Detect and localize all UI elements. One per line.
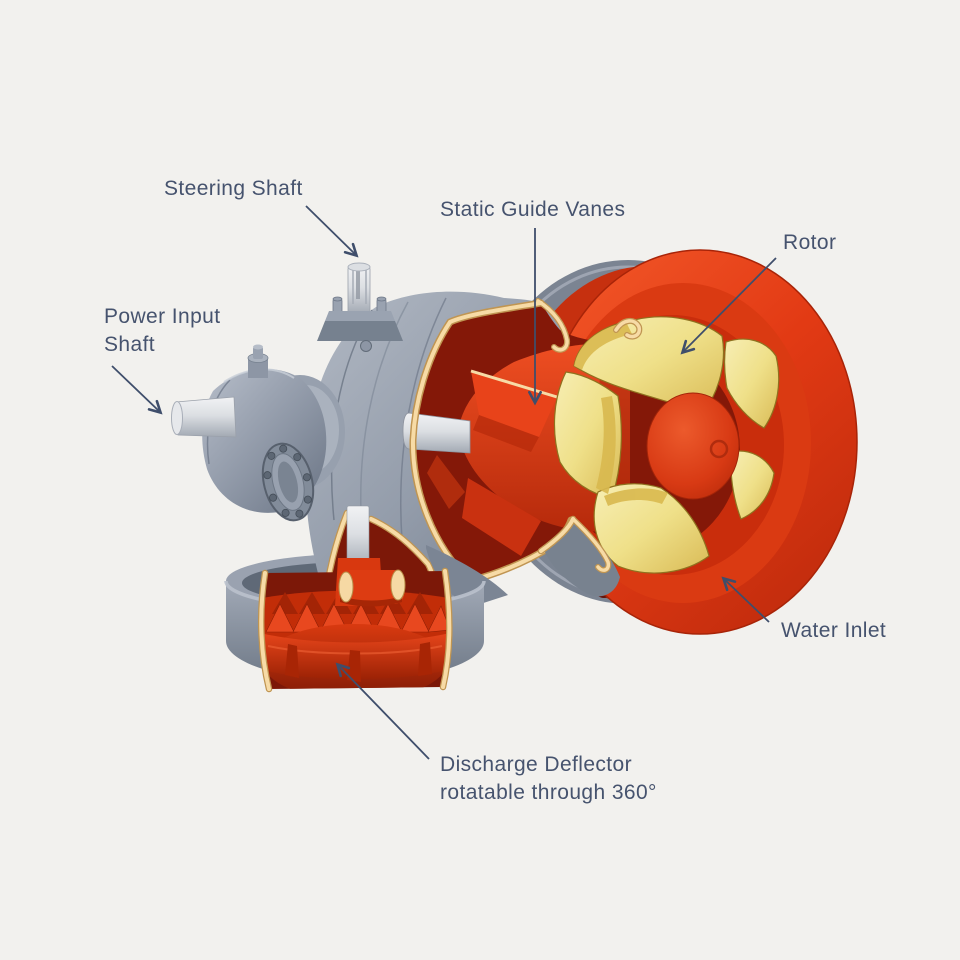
flange-bolts bbox=[263, 444, 312, 518]
housing-strut bbox=[537, 318, 643, 597]
rotor-shaft bbox=[402, 412, 471, 454]
label-power-input-shaft: Power Input Shaft bbox=[104, 303, 220, 359]
cup-cut-edges bbox=[258, 567, 453, 693]
deflector-fins bbox=[285, 642, 432, 682]
discharge-deflector-arrow bbox=[335, 662, 430, 760]
power-input-shaft-arrow bbox=[111, 365, 163, 415]
label-water-inlet: Water Inlet bbox=[781, 619, 887, 642]
steering-shaft-arrow bbox=[305, 205, 359, 258]
label-static-guide-vanes: Static Guide Vanes bbox=[440, 198, 626, 221]
housing-bolt-icon bbox=[360, 340, 372, 352]
rotor bbox=[553, 316, 780, 574]
steering-shaft-assembly bbox=[317, 262, 403, 352]
hub-cap-icon bbox=[709, 439, 729, 459]
water-inlet-arrow bbox=[721, 576, 770, 623]
rotor-arrow bbox=[680, 257, 777, 355]
power-input-shaft bbox=[175, 396, 237, 438]
label-rotor: Rotor bbox=[783, 231, 837, 254]
label-discharge-deflector: Discharge Deflector rotatable through 36… bbox=[440, 751, 657, 807]
label-steering-shaft: Steering Shaft bbox=[164, 177, 303, 200]
bolted-flange bbox=[261, 442, 315, 522]
label-power-input-shaft-line1: Power Input bbox=[104, 305, 221, 328]
label-discharge-deflector-line2: rotatable through 360° bbox=[440, 781, 657, 804]
label-discharge-deflector-line1: Discharge Deflector bbox=[440, 753, 633, 776]
discharge-deflector bbox=[224, 545, 508, 689]
leader-arrows bbox=[111, 205, 777, 760]
label-power-input-shaft-line2: Shaft bbox=[104, 333, 156, 356]
vertical-shaft-assembly bbox=[335, 505, 406, 607]
rotor-hub bbox=[646, 392, 740, 500]
vent-plug-icon bbox=[248, 358, 268, 378]
steering-flange-studs bbox=[332, 292, 387, 315]
